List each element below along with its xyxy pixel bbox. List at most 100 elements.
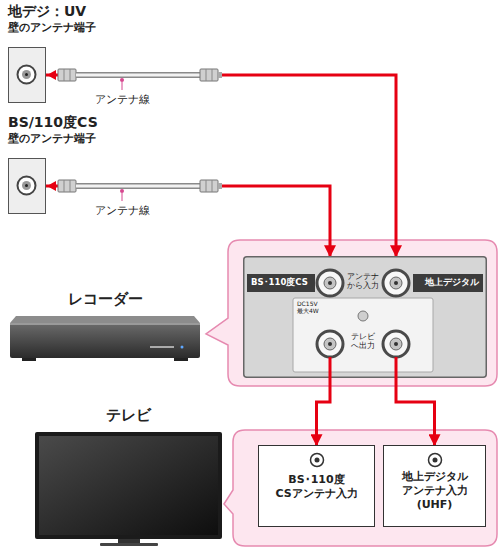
antenna-input-terminal: 地上デジタル bbox=[381, 256, 483, 300]
input-label: BS･110度 CSアンテナ入力 bbox=[259, 473, 374, 501]
cable-core bbox=[76, 185, 200, 188]
antenna-cable bbox=[47, 69, 222, 90]
signal-connector bbox=[46, 186, 330, 256]
cable-core bbox=[76, 74, 200, 77]
tv-antenna-input: 地上デジタル アンテナ入力 (UHF) bbox=[383, 445, 486, 527]
leader-dot bbox=[120, 78, 124, 82]
cable-plug bbox=[200, 69, 218, 81]
plug-ridge bbox=[212, 69, 213, 81]
plug-ridge bbox=[64, 69, 65, 81]
f-connector-ring bbox=[390, 277, 402, 289]
socket-subheading: 壁のアンテナ端子 bbox=[8, 131, 138, 146]
input-icon bbox=[308, 451, 326, 469]
socket-heading: BS/110度CS bbox=[8, 113, 138, 131]
tv-callout bbox=[224, 430, 497, 546]
socket-drawing bbox=[9, 48, 44, 101]
power-rating: DC15V 最大4W bbox=[297, 300, 325, 314]
panel-label: アンテナから入力 bbox=[346, 272, 380, 290]
dc-terminal bbox=[358, 311, 368, 321]
plug-ridge bbox=[64, 180, 65, 192]
socket-plate bbox=[8, 47, 46, 103]
output-cable-stub bbox=[329, 357, 332, 378]
plug-ridge bbox=[206, 69, 207, 81]
cable-jacket bbox=[76, 72, 200, 78]
socket-pin bbox=[25, 73, 28, 76]
cable-plug bbox=[58, 180, 76, 192]
icon-ring bbox=[310, 454, 323, 467]
f-connector bbox=[383, 331, 409, 357]
cable-plug bbox=[58, 69, 76, 81]
cable-jacket bbox=[76, 183, 200, 189]
socket-core bbox=[22, 181, 31, 190]
cable-label: アンテナ線 bbox=[92, 204, 152, 218]
plug-ridge bbox=[206, 180, 207, 192]
recorder-callout bbox=[206, 240, 497, 386]
plug-pin bbox=[218, 72, 222, 78]
f-connector-pin bbox=[394, 281, 398, 285]
input-label: 地上デジタル アンテナ入力 (UHF) bbox=[384, 470, 485, 512]
input-icon bbox=[426, 451, 444, 469]
f-connector bbox=[383, 270, 409, 296]
device-label: テレビ bbox=[78, 406, 178, 425]
socket-plate bbox=[8, 158, 46, 214]
plug-ridge bbox=[70, 180, 71, 192]
socket-heading: 地デジ：UV bbox=[8, 2, 138, 20]
plug-pin bbox=[218, 183, 222, 189]
signal-connector bbox=[46, 75, 396, 256]
recorder-foot bbox=[22, 358, 36, 361]
panel-face bbox=[244, 257, 487, 378]
icon-core bbox=[314, 458, 319, 463]
recorder-top bbox=[10, 316, 200, 323]
plug-arrow bbox=[47, 181, 56, 191]
socket-subheading: 壁のアンテナ端子 bbox=[8, 20, 138, 35]
wall-antenna-socket: 地デジ：UV壁のアンテナ端子 bbox=[8, 2, 138, 103]
f-connector-pin bbox=[328, 342, 332, 346]
signal-connector bbox=[396, 378, 435, 445]
socket-pin bbox=[25, 184, 28, 187]
cable-plug bbox=[200, 180, 218, 192]
terminal-label: 地上デジタル bbox=[425, 276, 479, 288]
label-band bbox=[247, 274, 315, 292]
cable-label: アンテナ線 bbox=[92, 93, 152, 107]
f-connector-ring bbox=[390, 338, 402, 350]
f-connector bbox=[317, 331, 343, 357]
wall-antenna-socket: BS/110度CS壁のアンテナ端子 bbox=[8, 113, 138, 214]
plug-ridge bbox=[212, 180, 213, 192]
label-band bbox=[413, 274, 483, 292]
recorder-foot bbox=[174, 358, 188, 361]
terminal-plate bbox=[293, 298, 433, 372]
signal-connector bbox=[317, 378, 331, 445]
socket-drawing bbox=[9, 159, 44, 212]
socket-ring bbox=[18, 177, 36, 195]
icon-core bbox=[432, 458, 437, 463]
plug-arrow bbox=[47, 70, 56, 80]
tv-bezel bbox=[35, 432, 222, 539]
device-label: レコーダー bbox=[55, 290, 155, 309]
f-connector-ring bbox=[324, 277, 336, 289]
recorder-lamp bbox=[181, 346, 184, 349]
f-connector-ring bbox=[324, 338, 336, 350]
f-connector bbox=[317, 270, 343, 296]
tv-illustration bbox=[35, 432, 222, 546]
terminal-label: BS･110度CS bbox=[251, 276, 308, 288]
antenna-input-terminal: BS･110度CS bbox=[247, 256, 345, 300]
recorder-edge bbox=[10, 323, 200, 325]
leader-line bbox=[122, 193, 123, 201]
leader-dot bbox=[120, 189, 124, 193]
antenna-cable bbox=[47, 180, 222, 201]
f-connector-pin bbox=[394, 342, 398, 346]
output-cable-stub bbox=[395, 357, 398, 378]
tv-screen bbox=[39, 436, 218, 535]
icon-ring bbox=[428, 454, 441, 467]
tv-antenna-input: BS･110度 CSアンテナ入力 bbox=[258, 445, 375, 527]
socket-core bbox=[22, 70, 31, 79]
leader-line bbox=[122, 82, 123, 90]
recorder-back-panel: アンテナから入力DC15V 最大4Wテレビへ出力BS･110度CS地上デジタル bbox=[243, 256, 487, 378]
recorder-body bbox=[10, 323, 200, 358]
tv-base bbox=[100, 543, 158, 546]
recorder-logo bbox=[150, 346, 174, 348]
f-connector-pin bbox=[328, 281, 332, 285]
recorder-illustration bbox=[10, 316, 200, 361]
